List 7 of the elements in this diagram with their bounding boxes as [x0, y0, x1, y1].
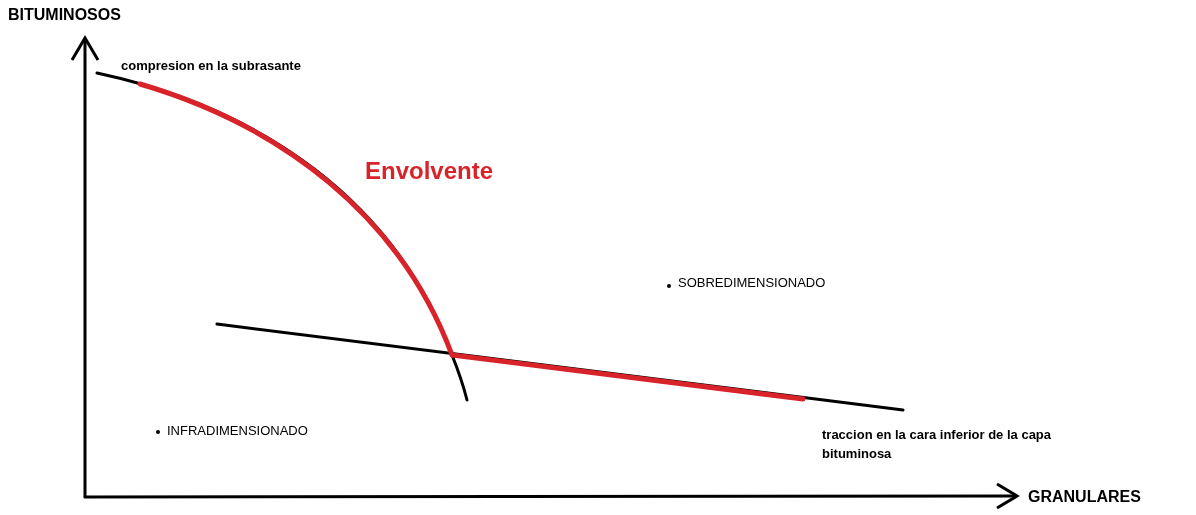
- curve-label: Envolvente: [365, 156, 494, 186]
- region-label: SOBREDIMENSIONADO: [678, 274, 826, 292]
- region-label: INFRADIMENSIONADO: [167, 422, 308, 440]
- axis-title: BITUMINOSOS: [8, 5, 121, 25]
- curve-note: traccion en la cara inferior de la capa bituminosa: [822, 426, 1053, 463]
- axis-title: GRANULARES: [1028, 487, 1141, 507]
- curve-note: compresion en la subrasante: [121, 57, 301, 75]
